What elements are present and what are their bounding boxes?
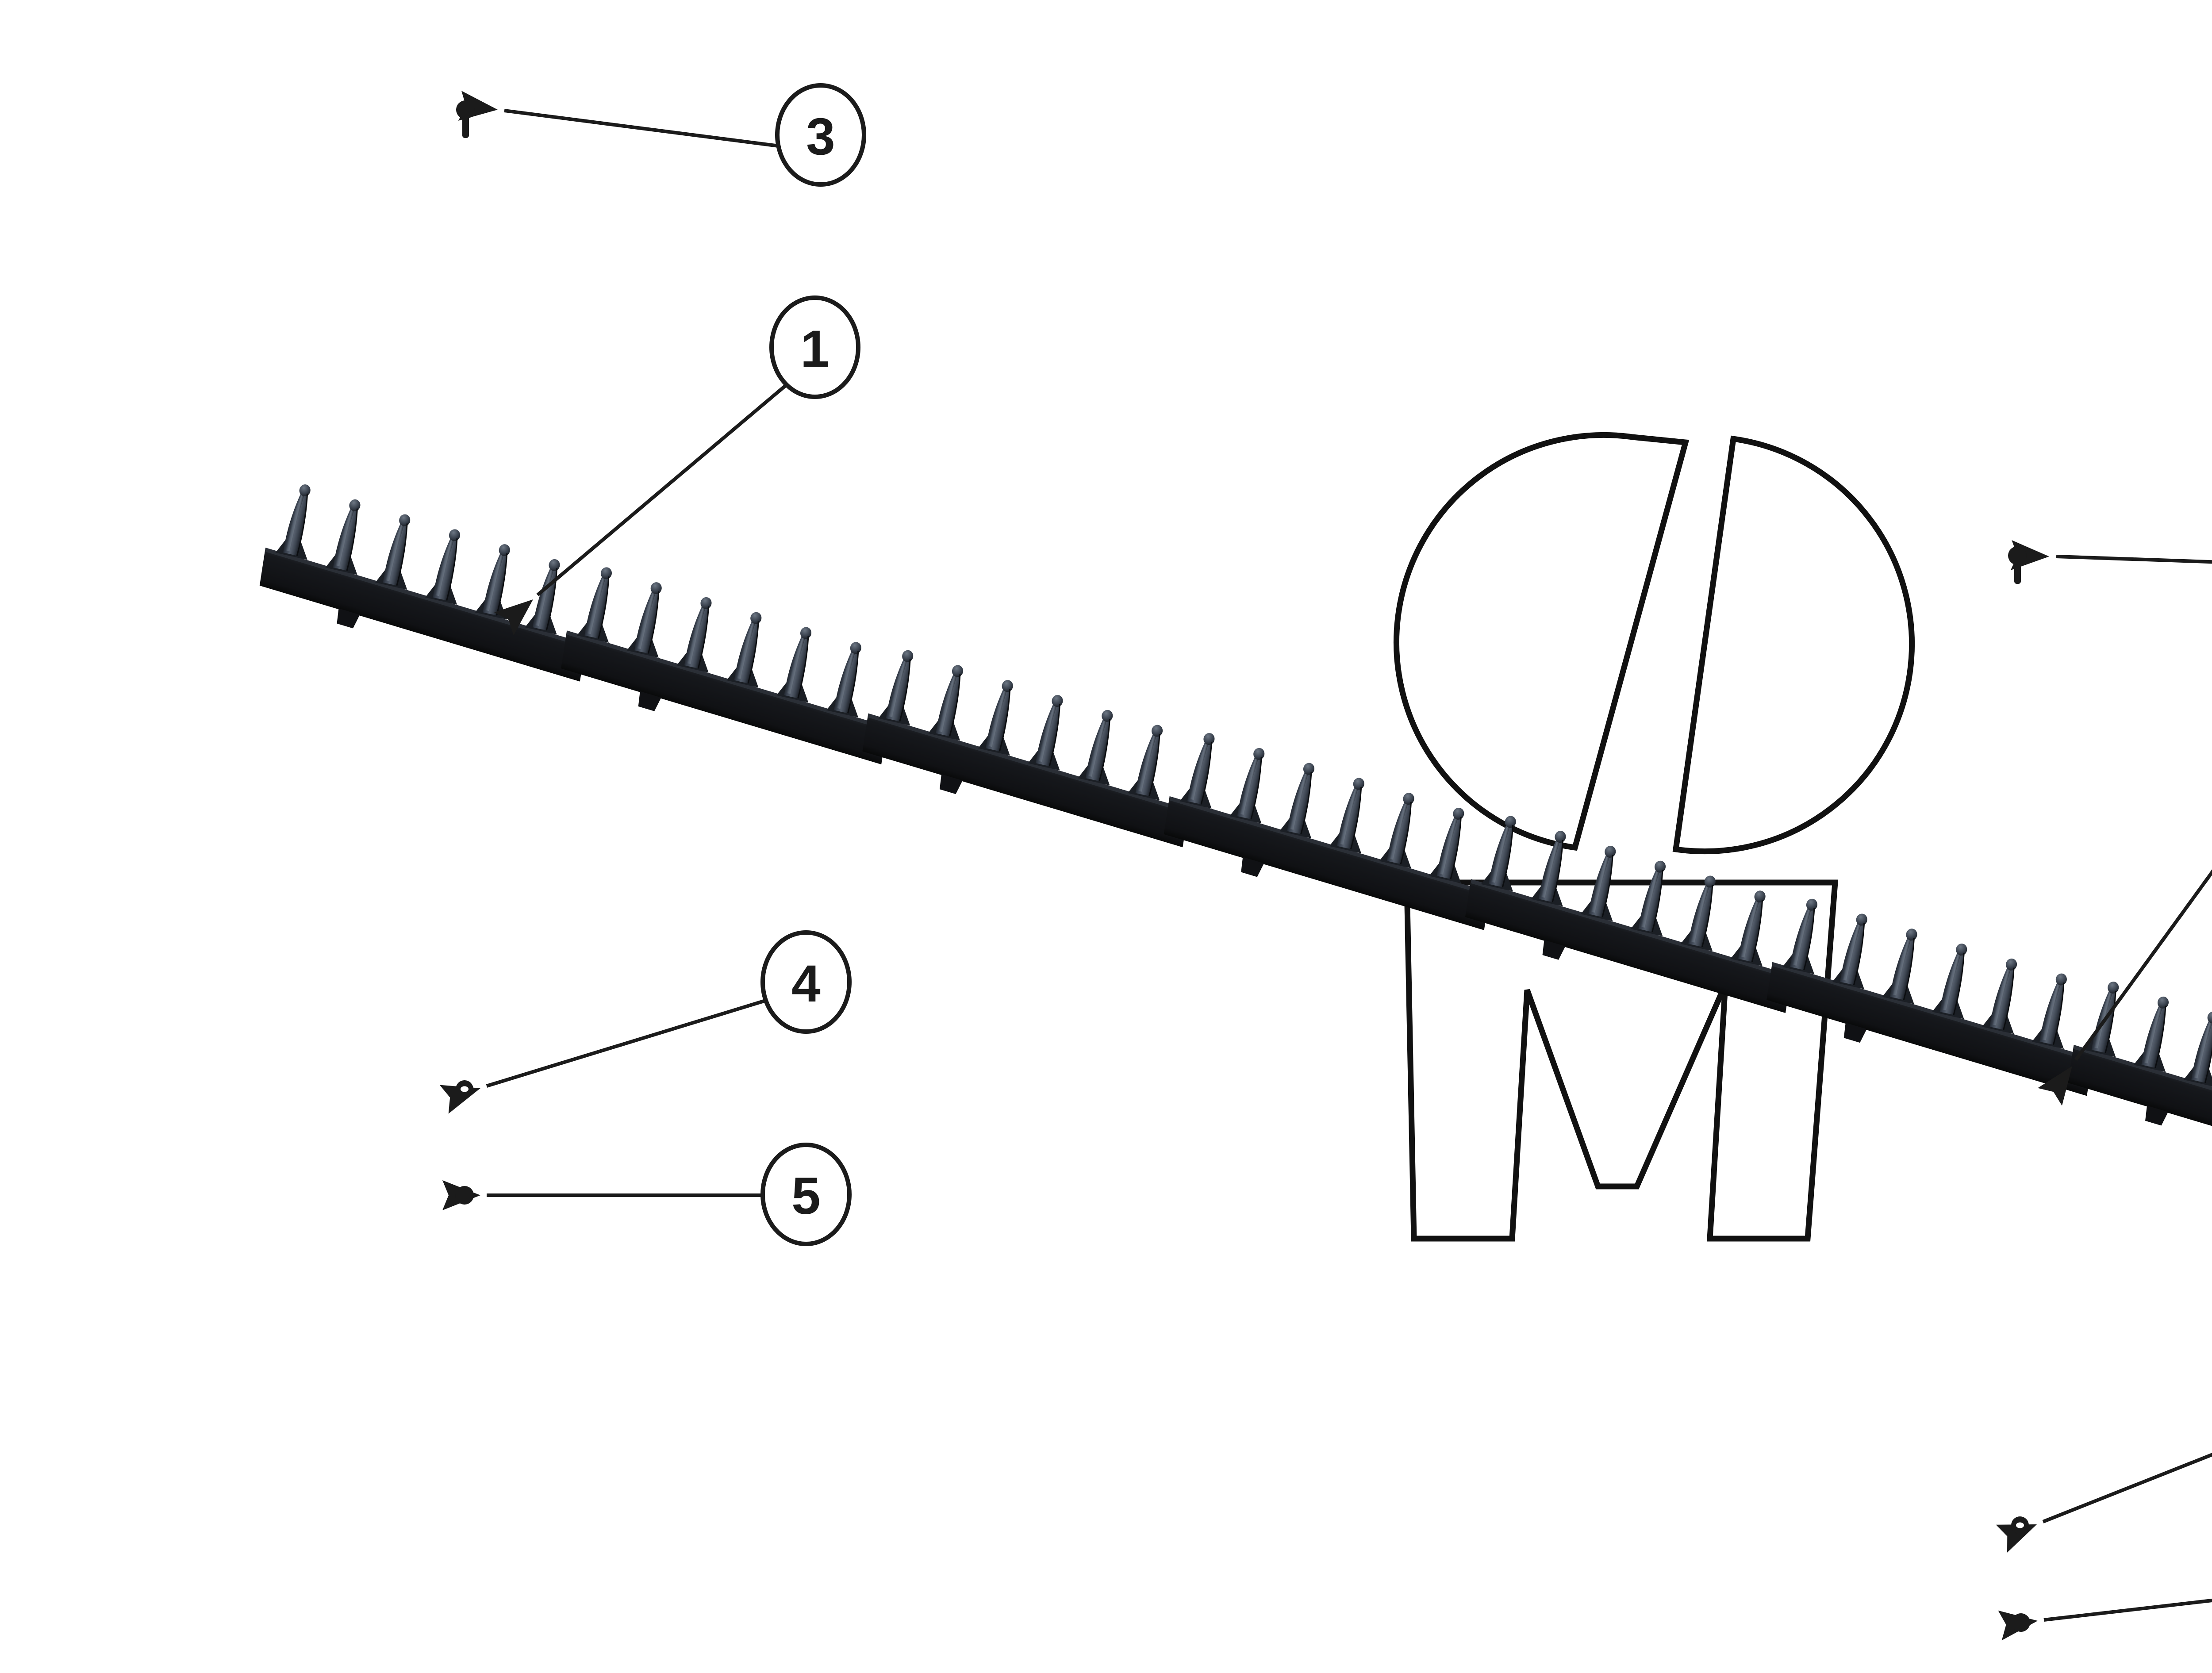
callout-3-left[interactable]: 3 <box>456 83 866 187</box>
bar-beam <box>1465 879 1792 1013</box>
bar-beam <box>259 548 586 682</box>
bolt-icon <box>456 100 475 138</box>
washer-icon <box>456 1080 473 1098</box>
callout-balloon[interactable] <box>769 295 860 399</box>
callout-2[interactable]: 2 <box>2037 725 2212 1106</box>
callout-balloon[interactable] <box>760 930 852 1034</box>
sickle-bar-segment[interactable] <box>1456 809 1817 1026</box>
callout-number: 1 <box>800 320 830 378</box>
callout-4-right[interactable]: 4 <box>1996 1353 2212 1553</box>
bolt-icon <box>2008 546 2027 584</box>
leader-arrowhead <box>1996 1524 2037 1553</box>
nut-icon <box>455 1186 474 1205</box>
bar-beam <box>2068 1045 2212 1179</box>
callout-layer[interactable]: 3 1 3 2 4 5 4 5 <box>439 83 2212 1664</box>
watermark-logo <box>1394 432 1915 1242</box>
callout-balloon[interactable] <box>775 83 866 187</box>
callout-number: 3 <box>806 107 835 166</box>
sickle-bar-segment[interactable] <box>2059 975 2212 1192</box>
leader-line <box>2043 1598 2212 1622</box>
watermark-letter-m <box>1404 879 1839 1242</box>
leader-line <box>504 109 779 148</box>
nut-icon <box>2012 1613 2030 1632</box>
leader-line <box>2074 869 2212 1061</box>
callout-1[interactable]: 1 <box>494 295 860 636</box>
sickle-bar-segment[interactable] <box>1155 726 1516 944</box>
callout-number: 5 <box>791 1167 821 1225</box>
leader-arrowhead <box>494 599 533 636</box>
washer-icon <box>2011 1516 2029 1534</box>
callout-3-right[interactable]: 3 <box>2008 513 2212 612</box>
sickle-bar-segment[interactable] <box>1757 892 2119 1109</box>
bar-beam <box>1767 962 2093 1096</box>
leader-line <box>536 382 789 597</box>
callout-balloon[interactable] <box>760 1143 852 1246</box>
callout-number: 4 <box>791 955 821 1013</box>
callout-5-right[interactable]: 5 <box>1998 1565 2212 1664</box>
leader-arrowhead <box>2037 1066 2072 1106</box>
callout-4-left[interactable]: 4 <box>439 930 852 1114</box>
bar-beam <box>1164 796 1490 930</box>
leader-line <box>486 999 766 1088</box>
leader-line <box>2056 555 2212 564</box>
sickle-bar-segment[interactable] <box>552 560 913 778</box>
sickle-bar-segment[interactable] <box>853 643 1215 861</box>
leader-line <box>2042 1453 2212 1523</box>
callout-5-left[interactable]: 5 <box>442 1143 852 1246</box>
bar-beam <box>862 713 1189 848</box>
sickle-bar-segment[interactable] <box>250 477 612 695</box>
bar-beam <box>561 630 887 765</box>
sickle-bar-assembly[interactable] <box>250 423 2212 1412</box>
watermark-circle-left-half <box>1394 432 1690 851</box>
watermark-circle-right-half <box>1672 435 1915 854</box>
